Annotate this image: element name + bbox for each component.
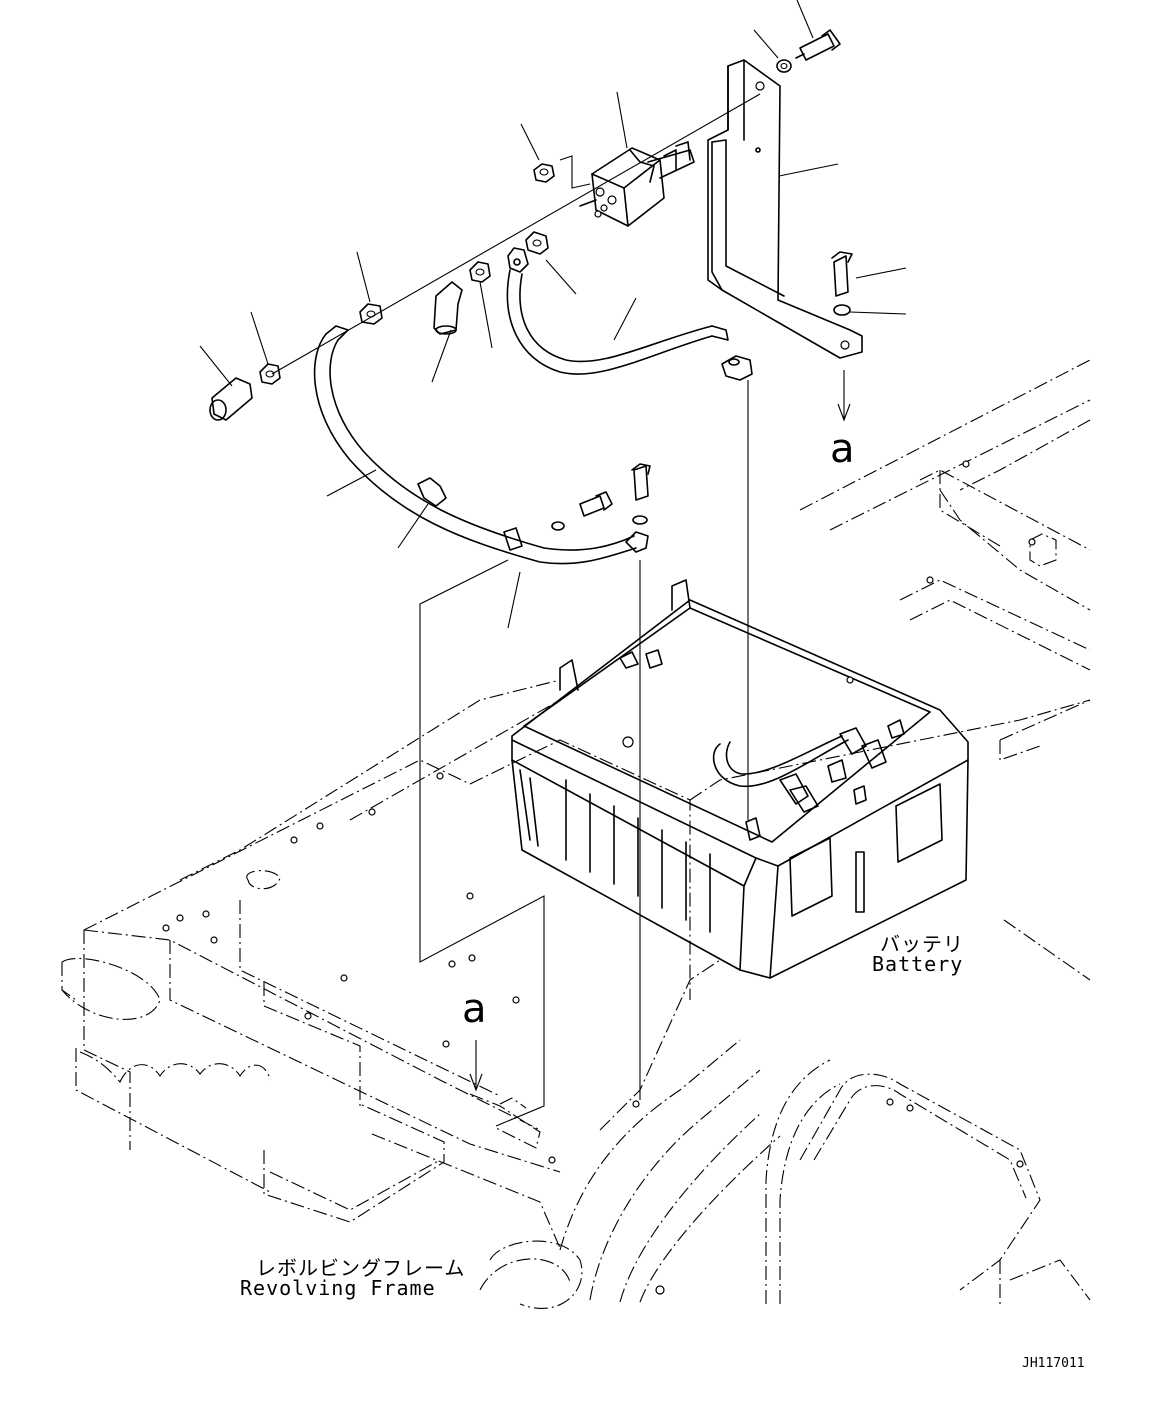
- positive-battery-cable: [313, 325, 649, 565]
- frame-label-jp: レボルビングフレーム: [256, 1256, 466, 1280]
- view-a-label-top: a: [830, 426, 855, 472]
- frame-holes: [162, 460, 1036, 1295]
- relay-to-battery-cable: [506, 269, 729, 375]
- washer-battery-vertical: [632, 515, 648, 525]
- washer-bracket: [833, 304, 851, 316]
- bolt-battery-left: [579, 491, 613, 517]
- nut-relay: [469, 261, 491, 283]
- relay-bracket: [707, 59, 863, 359]
- washer-top: [776, 59, 792, 73]
- nut-terminal: [525, 231, 549, 255]
- battery: [511, 579, 969, 979]
- bolt-battery-vertical: [631, 463, 651, 501]
- terminal-clamp: [721, 355, 753, 381]
- drawing-code: JH117011: [1022, 1356, 1085, 1371]
- nut-left: [359, 303, 383, 325]
- battery-relay: [579, 141, 695, 227]
- battery-label-en: Battery: [872, 952, 964, 976]
- terminal-boot: [433, 281, 463, 335]
- bolt-top: [795, 29, 841, 61]
- bolt-bracket: [831, 251, 853, 297]
- leader-lines: [199, 0, 907, 629]
- washer-battery-left: [551, 521, 565, 531]
- view-a-label-bottom: a: [462, 986, 487, 1032]
- nut-far-left: [259, 363, 281, 385]
- assembly-center-line: [271, 93, 761, 375]
- cable-terminal-eye: [507, 247, 529, 273]
- terminal-cap: [209, 377, 253, 421]
- revolving-frame: [61, 359, 1091, 1309]
- battery-label-jp: バッテリ: [880, 932, 964, 956]
- frame-label-en: Revolving Frame: [240, 1276, 436, 1300]
- relay-mounting-nut: [533, 155, 591, 189]
